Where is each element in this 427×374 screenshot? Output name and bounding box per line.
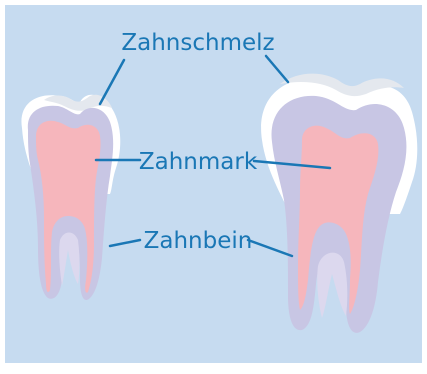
label-pulp: Zahnmark bbox=[139, 149, 258, 175]
label-enamel: Zahnschmelz bbox=[121, 30, 274, 56]
label-dentin: Zahnbein bbox=[144, 228, 253, 254]
